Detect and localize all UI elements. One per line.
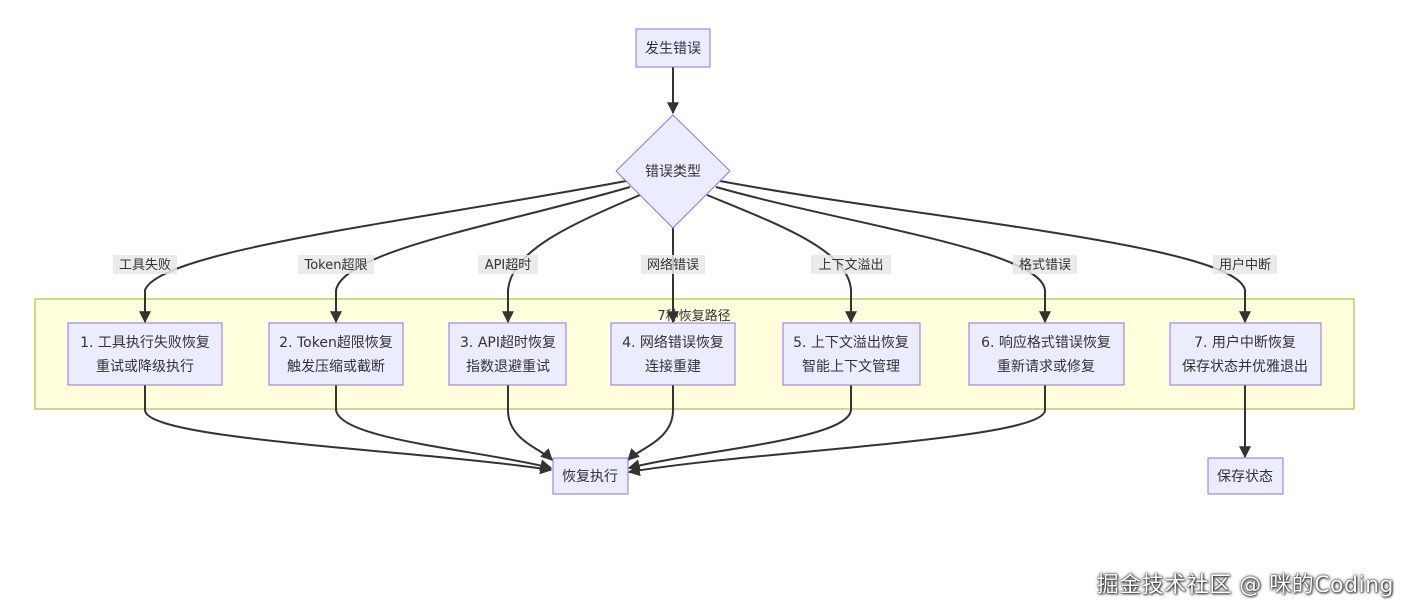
edge-label-api-timeout: API超时 (478, 255, 538, 274)
svg-text:6. 响应格式错误恢复: 6. 响应格式错误恢复 (981, 334, 1111, 351)
edge-api-timeout (502, 194, 641, 324)
edge-r6-to-resume (627, 385, 1046, 477)
svg-text:3. API超时恢复: 3. API超时恢复 (460, 334, 556, 351)
svg-text:4. 网络错误恢复: 4. 网络错误恢复 (622, 334, 724, 351)
edge-labels: 工具失败 Token超限 API超时 网络错误 上下文溢出 格式错误 用户中断 (113, 255, 1277, 274)
svg-text:API超时: API超时 (485, 258, 532, 273)
start-node-label: 发生错误 (645, 41, 701, 57)
edge-format-error (715, 186, 1051, 324)
svg-text:保存状态并优雅退出: 保存状态并优雅退出 (1182, 359, 1308, 375)
edge-user-interrupt (719, 180, 1251, 324)
edge-label-network-error: 网络错误 (641, 255, 705, 274)
svg-text:连接重建: 连接重建 (645, 358, 701, 375)
edge-r4-to-resume (627, 385, 674, 461)
svg-text:格式错误: 格式错误 (1019, 257, 1071, 273)
svg-text:网络错误: 网络错误 (647, 257, 699, 273)
edge-label-token-limit: Token超限 (298, 255, 374, 274)
edge-r3-to-resume (507, 385, 553, 461)
edge-label-user-interrupt: 用户中断 (1213, 255, 1277, 274)
recovery-node-5: 5. 上下文溢出恢复 智能上下文管理 (782, 322, 921, 386)
svg-text:智能上下文管理: 智能上下文管理 (802, 359, 900, 375)
svg-text:上下文溢出: 上下文溢出 (818, 258, 883, 273)
recovery-node-7: 7. 用户中断恢复 保存状态并优雅退出 (1169, 322, 1322, 386)
svg-text:保存状态: 保存状态 (1217, 469, 1273, 485)
edge-tool-failure (139, 180, 627, 324)
decision-node: 错误类型 (615, 114, 731, 229)
start-node: 发生错误 (635, 28, 711, 68)
recovery-node-6: 6. 响应格式错误恢复 重新请求或修复 (968, 322, 1125, 386)
svg-text:5. 上下文溢出恢复: 5. 上下文溢出恢复 (793, 334, 909, 351)
svg-text:1. 工具执行失败恢复: 1. 工具执行失败恢复 (80, 334, 210, 351)
recovery-node-1: 1. 工具执行失败恢复 重试或降级执行 (67, 322, 223, 386)
watermark: 掘金技术社区 @ 咪的Coding (1096, 573, 1394, 598)
svg-text:指数退避重试: 指数退避重试 (466, 359, 550, 375)
edge-r2-to-resume (335, 385, 553, 472)
svg-text:重新请求或修复: 重新请求或修复 (997, 358, 1095, 375)
edge-token-limit (330, 186, 631, 324)
resume-node: 恢复执行 (552, 457, 629, 495)
recovery-node-2: 2. Token超限恢复 触发压缩或截断 (268, 322, 404, 386)
edge-label-tool-failure: 工具失败 (113, 255, 177, 274)
svg-text:7. 用户中断恢复: 7. 用户中断恢复 (1194, 334, 1296, 351)
decision-edges (139, 180, 1251, 324)
svg-text:工具失败: 工具失败 (119, 258, 171, 273)
resume-edges (144, 385, 1251, 477)
svg-text:2. Token超限恢复: 2. Token超限恢复 (279, 334, 393, 351)
edge-r1-to-resume (144, 385, 553, 475)
save-state-node: 保存状态 (1207, 457, 1284, 495)
recovery-node-3: 3. API超时恢复 指数退避重试 (448, 322, 567, 386)
edge-label-context-overflow: 上下文溢出 (811, 255, 891, 274)
cluster-title: 7种恢复路径 (657, 308, 730, 324)
edge-label-format-error: 格式错误 (1013, 255, 1077, 274)
svg-text:恢复执行: 恢复执行 (562, 468, 618, 485)
svg-text:重试或降级执行: 重试或降级执行 (96, 359, 194, 375)
svg-text:触发压缩或截断: 触发压缩或截断 (287, 359, 385, 375)
edge-r5-to-resume (627, 385, 852, 472)
edge-context-overflow (706, 194, 857, 324)
svg-text:Token超限: Token超限 (304, 258, 368, 273)
svg-text:用户中断: 用户中断 (1219, 257, 1271, 273)
recovery-node-4: 4. 网络错误恢复 连接重建 (610, 322, 736, 386)
decision-node-label: 错误类型 (645, 164, 701, 180)
